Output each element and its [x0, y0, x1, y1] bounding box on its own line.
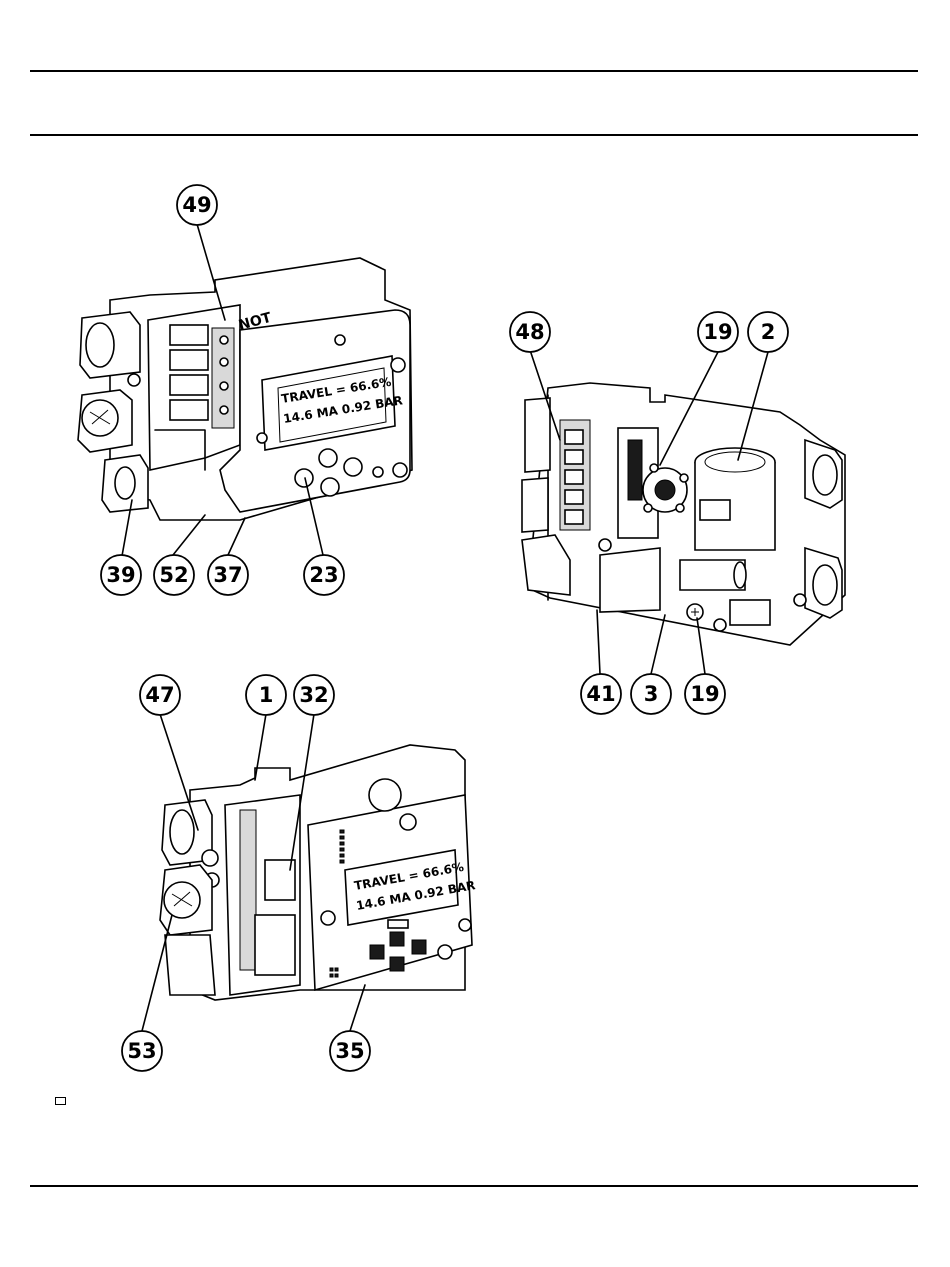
- view-circuit-board: TRAVEL = 66.6% 14.6 MA 0.92 BAR: [160, 745, 476, 1000]
- callout-48: 48: [510, 312, 550, 352]
- callout-47: 47: [140, 675, 180, 715]
- callout-1-label: 1: [259, 683, 274, 707]
- callout-19-bottom: 19: [685, 674, 725, 714]
- callout-52: 52: [154, 555, 194, 595]
- callout-39-label: 39: [106, 563, 135, 587]
- callout-35: 35: [330, 1031, 370, 1071]
- callout-23: 23: [304, 555, 344, 595]
- callout-23-label: 23: [309, 563, 338, 587]
- cover-button-down: [321, 478, 339, 496]
- callout-53: 53: [122, 1031, 162, 1071]
- callout-32: 32: [294, 675, 334, 715]
- callout-53-label: 53: [127, 1039, 156, 1063]
- cover-button-up: [319, 449, 337, 467]
- callout-35-label: 35: [335, 1039, 364, 1063]
- callout-37: 37: [208, 555, 248, 595]
- cover-button-left: [295, 469, 313, 487]
- view-open-housing: [522, 383, 845, 645]
- callout-3: 3: [631, 674, 671, 714]
- callout-1: 1: [246, 675, 286, 715]
- callout-2-label: 2: [761, 320, 776, 344]
- callout-52-label: 52: [159, 563, 188, 587]
- callout-49: 49: [177, 185, 217, 225]
- callout-3-label: 3: [644, 682, 659, 706]
- callout-39: 39: [101, 555, 141, 595]
- callout-41: 41: [581, 674, 621, 714]
- callout-19-top: 19: [698, 312, 738, 352]
- callout-2: 2: [748, 312, 788, 352]
- callout-37-label: 37: [213, 563, 242, 587]
- callout-19-top-label: 19: [703, 320, 732, 344]
- callout-48-label: 48: [515, 320, 544, 344]
- callout-19-bottom-label: 19: [690, 682, 719, 706]
- callout-32-label: 32: [299, 683, 328, 707]
- view-front-cover: NOT TRAVEL = 66.6% 14.6 MA 0.92 BAR: [78, 258, 412, 520]
- cover-button-right: [344, 458, 362, 476]
- callout-49-label: 49: [182, 193, 211, 217]
- callout-47-label: 47: [145, 683, 174, 707]
- callout-41-label: 41: [586, 682, 615, 706]
